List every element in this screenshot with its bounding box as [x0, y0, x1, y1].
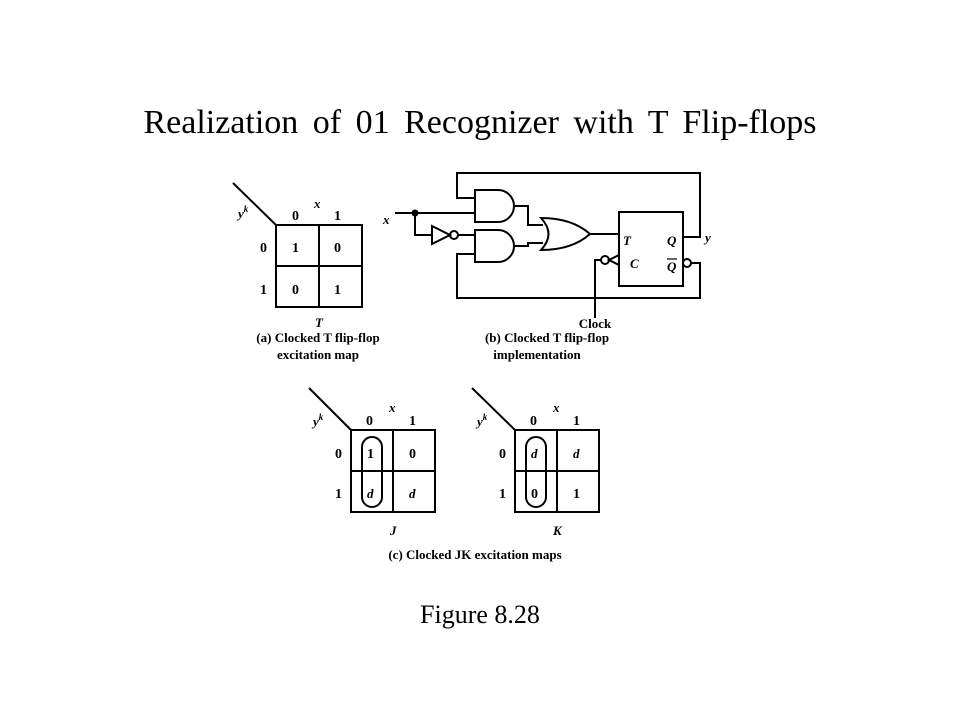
- k-excitation-map: yk x 0 1 0 1 d d 0 1 K: [471, 387, 600, 538]
- map-j-col-label-0: 0: [366, 414, 373, 429]
- map-k-cell-0-1: d: [573, 446, 580, 461]
- map-t-cell-1-1: 1: [334, 283, 341, 298]
- and-gate-2: [474, 229, 515, 263]
- map-k-cell-1-1: 1: [573, 487, 580, 502]
- t-flipflop-circuit: [395, 172, 701, 318]
- map-t-row-var: yk: [236, 204, 249, 221]
- map-t-cell-0-1: 0: [334, 241, 341, 256]
- wire-feedback-q: [456, 172, 701, 238]
- map-t-col-label-1: 1: [334, 209, 341, 224]
- map-k-col-label-1: 1: [573, 414, 580, 429]
- flipflop-t-label: T: [623, 233, 632, 248]
- circuit-output-label: y: [703, 230, 711, 245]
- map-j-cell-1-0: d: [367, 486, 374, 501]
- figure-number: Figure 8.28: [420, 600, 540, 629]
- map-j-cell-1-1: d: [409, 486, 416, 501]
- map-k-row-label-0: 0: [499, 447, 506, 462]
- map-j-col-var: x: [388, 400, 396, 415]
- j-excitation-map: yk x 0 1 0 1 1 0 d d J: [308, 387, 436, 538]
- map-j-col-label-1: 1: [409, 414, 416, 429]
- map-j-cell-0-1: 0: [409, 447, 416, 462]
- map-k-col-label-0: 0: [530, 414, 537, 429]
- t-flipflop-box: [618, 211, 684, 287]
- map-j-output-name: J: [389, 523, 397, 538]
- map-k-row-var: yk: [475, 412, 488, 429]
- map-k-diagonal: [471, 387, 516, 431]
- map-t-col-var: x: [313, 196, 321, 211]
- map-k-output-name: K: [552, 523, 563, 538]
- t-excitation-map: yk x 0 1 0 1 1 0 0 1 T (a) Clocked T fli…: [232, 182, 380, 362]
- map-t-caption-line1: (a) Clocked T flip-flop: [256, 330, 379, 345]
- map-k-cell-1-0: 0: [531, 487, 538, 502]
- map-j-diagonal: [308, 387, 352, 431]
- map-t-col-label-0: 0: [292, 209, 299, 224]
- page-title: Realization of 01 Recognizer with T Flip…: [143, 104, 817, 141]
- map-t-output-name: T: [315, 315, 324, 330]
- map-t-diagonal: [232, 182, 277, 226]
- map-k-row-label-1: 1: [499, 487, 506, 502]
- wire-clock: [594, 259, 601, 318]
- map-t-row-label-1: 1: [260, 283, 267, 298]
- map-j-row-label-0: 0: [335, 447, 342, 462]
- wire-x-to-inverter: [414, 213, 432, 236]
- flipflop-q-label: Q: [667, 233, 677, 248]
- qbar-bubble: [682, 258, 692, 268]
- jk-caption: (c) Clocked JK excitation maps: [388, 547, 561, 562]
- clock-triangle-icon: [606, 254, 620, 266]
- flipflop-c-label: C: [630, 256, 639, 271]
- circuit-caption-line2: implementation: [493, 347, 581, 362]
- map-t-row-label-0: 0: [260, 241, 267, 256]
- inverter-gate: [431, 224, 453, 246]
- circuit-caption-line1: (b) Clocked T flip-flop: [485, 330, 609, 345]
- clock-label: Clock: [579, 316, 612, 331]
- map-j-row-var: yk: [311, 412, 324, 429]
- map-t-cell-1-0: 0: [292, 283, 299, 298]
- circuit-labels: x y T C Q Q Clock (b) Clocked T flip-flo…: [382, 212, 711, 362]
- or-gate: [538, 216, 592, 252]
- map-j-row-label-1: 1: [335, 487, 342, 502]
- map-t-cell-0-0: 1: [292, 241, 299, 256]
- and-gate-1: [474, 189, 515, 223]
- circuit-input-label: x: [382, 212, 390, 227]
- wire-and2-to-or: [514, 242, 543, 247]
- map-t-caption-line2: excitation map: [277, 347, 359, 362]
- map-k-col-var: x: [552, 400, 560, 415]
- map-k-cell-0-0: d: [531, 446, 538, 461]
- map-k-grouping-loop: [525, 436, 547, 508]
- wire-and1-to-or: [514, 205, 543, 226]
- map-j-grouping-loop: [361, 436, 383, 508]
- map-j-cell-0-0: 1: [367, 447, 374, 462]
- wire-feedback-qbar: [456, 253, 701, 299]
- flipflop-qbar-label: Q: [667, 259, 677, 274]
